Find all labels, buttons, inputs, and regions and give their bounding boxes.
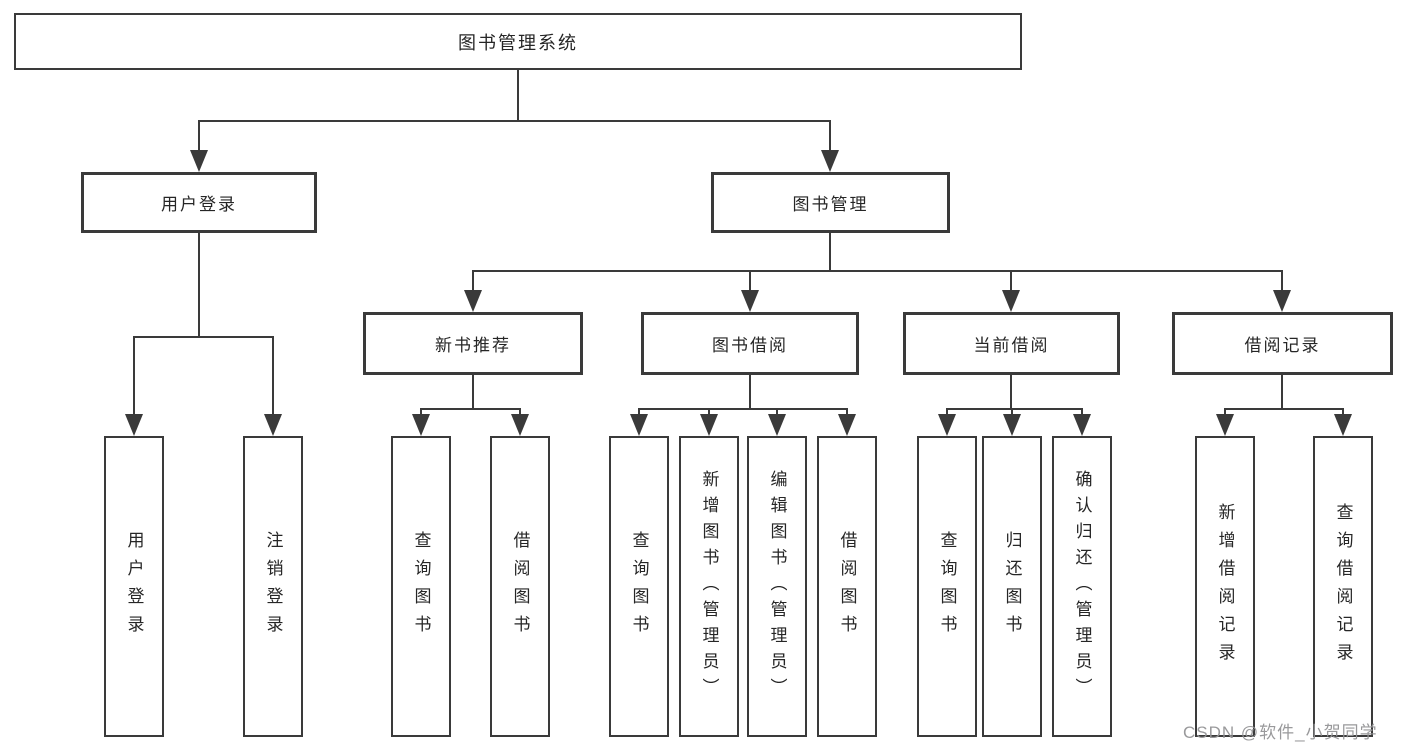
connector-line (133, 336, 274, 338)
leaf-current-query-books: 查询图书 (917, 436, 977, 737)
connector-line (420, 408, 422, 416)
node-new-book-recommend: 新书推荐 (363, 312, 583, 375)
connector-line (946, 408, 948, 416)
arrow-down-icon (1003, 414, 1021, 436)
node-book-management-label: 图书管理 (792, 195, 869, 214)
leaf-user-login: 用户登录 (104, 436, 164, 737)
node-current-borrowing: 当前借阅 (903, 312, 1120, 375)
node-current-borrowing-label: 当前借阅 (973, 336, 1050, 355)
connector-line (1224, 408, 1226, 416)
connector-line (1011, 408, 1013, 416)
leaf-current-query-books-label: 查询图书 (937, 530, 957, 643)
leaf-recommend-borrow-books-label: 借阅图书 (510, 530, 530, 643)
arrow-down-icon (1002, 290, 1020, 312)
connector-line (1342, 408, 1344, 416)
leaf-recommend-borrow-books: 借阅图书 (490, 436, 550, 737)
connector-line (472, 375, 474, 408)
connector-line (198, 120, 200, 152)
leaf-current-confirm-return-admin-label: 确认归还（管理员） (1072, 469, 1092, 704)
arrow-down-icon (821, 150, 839, 172)
connector-line (1081, 408, 1083, 416)
leaf-borrowing-add-books-admin: 新增图书（管理员） (679, 436, 739, 737)
node-borrowing-records: 借阅记录 (1172, 312, 1393, 375)
connector-line (198, 233, 200, 336)
leaf-recommend-query-books-label: 查询图书 (411, 530, 431, 643)
leaf-borrowing-add-books-admin-label: 新增图书（管理员） (699, 469, 719, 704)
node-user-login: 用户登录 (81, 172, 317, 233)
connector-line (1224, 408, 1344, 410)
arrow-down-icon (511, 414, 529, 436)
leaf-records-add-borrow-record: 新增借阅记录 (1195, 436, 1255, 737)
arrow-down-icon (1216, 414, 1234, 436)
leaf-logout: 注销登录 (243, 436, 303, 737)
connector-line (829, 120, 831, 152)
node-new-book-recommend-label: 新书推荐 (435, 336, 511, 355)
arrow-down-icon (768, 414, 786, 436)
leaf-records-add-borrow-record-label: 新增借阅记录 (1215, 502, 1235, 671)
csdn-watermark: CSDN @软件_小贺同学 (1183, 723, 1378, 742)
node-user-login-label: 用户登录 (161, 195, 237, 214)
connector-line (1010, 375, 1012, 408)
connector-line (749, 270, 751, 290)
leaf-borrowing-query-books: 查询图书 (609, 436, 669, 737)
connector-line (472, 270, 474, 290)
node-root: 图书管理系统 (14, 13, 1022, 70)
leaf-current-return-books-label: 归还图书 (1002, 530, 1022, 643)
arrow-down-icon (700, 414, 718, 436)
leaf-borrowing-edit-books-admin-label: 编辑图书（管理员） (767, 469, 787, 704)
connector-line (198, 120, 831, 122)
connector-line (829, 233, 831, 270)
leaf-current-confirm-return-admin: 确认归还（管理员） (1052, 436, 1112, 737)
leaf-current-return-books: 归还图书 (982, 436, 1042, 737)
arrow-down-icon (190, 150, 208, 172)
arrow-down-icon (1073, 414, 1091, 436)
connector-line (1281, 375, 1283, 408)
node-root-label: 图书管理系统 (458, 32, 578, 53)
connector-line (708, 408, 710, 416)
node-borrowing-records-label: 借阅记录 (1244, 336, 1321, 355)
leaf-borrowing-borrow-books: 借阅图书 (817, 436, 877, 737)
arrow-down-icon (838, 414, 856, 436)
arrow-down-icon (464, 290, 482, 312)
connector-line (638, 408, 640, 416)
connector-line (749, 375, 751, 408)
leaf-borrowing-edit-books-admin: 编辑图书（管理员） (747, 436, 807, 737)
leaf-user-login-label: 用户登录 (124, 530, 144, 643)
connector-line (776, 408, 778, 416)
arrow-down-icon (1273, 290, 1291, 312)
node-book-borrowing: 图书借阅 (641, 312, 859, 375)
connector-line (272, 336, 274, 414)
arrow-down-icon (264, 414, 282, 436)
arrow-down-icon (412, 414, 430, 436)
arrow-down-icon (125, 414, 143, 436)
leaf-borrowing-borrow-books-label: 借阅图书 (837, 530, 857, 643)
arrow-down-icon (1334, 414, 1352, 436)
connector-line (519, 408, 521, 416)
leaf-recommend-query-books: 查询图书 (391, 436, 451, 737)
arrow-down-icon (741, 290, 759, 312)
connector-line (133, 336, 135, 414)
arrow-down-icon (630, 414, 648, 436)
connector-line (638, 408, 848, 410)
connector-line (472, 270, 1283, 272)
leaf-borrowing-query-books-label: 查询图书 (629, 530, 649, 643)
leaf-logout-label: 注销登录 (263, 530, 283, 643)
node-book-management: 图书管理 (711, 172, 950, 233)
connector-line (1281, 270, 1283, 290)
arrow-down-icon (938, 414, 956, 436)
connector-line (846, 408, 848, 416)
connector-line (1010, 270, 1012, 290)
connector-line (420, 408, 521, 410)
node-book-borrowing-label: 图书借阅 (712, 336, 788, 355)
leaf-records-query-borrow-record: 查询借阅记录 (1313, 436, 1373, 737)
connector-line (517, 70, 519, 120)
connector-line (946, 408, 1083, 410)
leaf-records-query-borrow-record-label: 查询借阅记录 (1333, 502, 1353, 671)
